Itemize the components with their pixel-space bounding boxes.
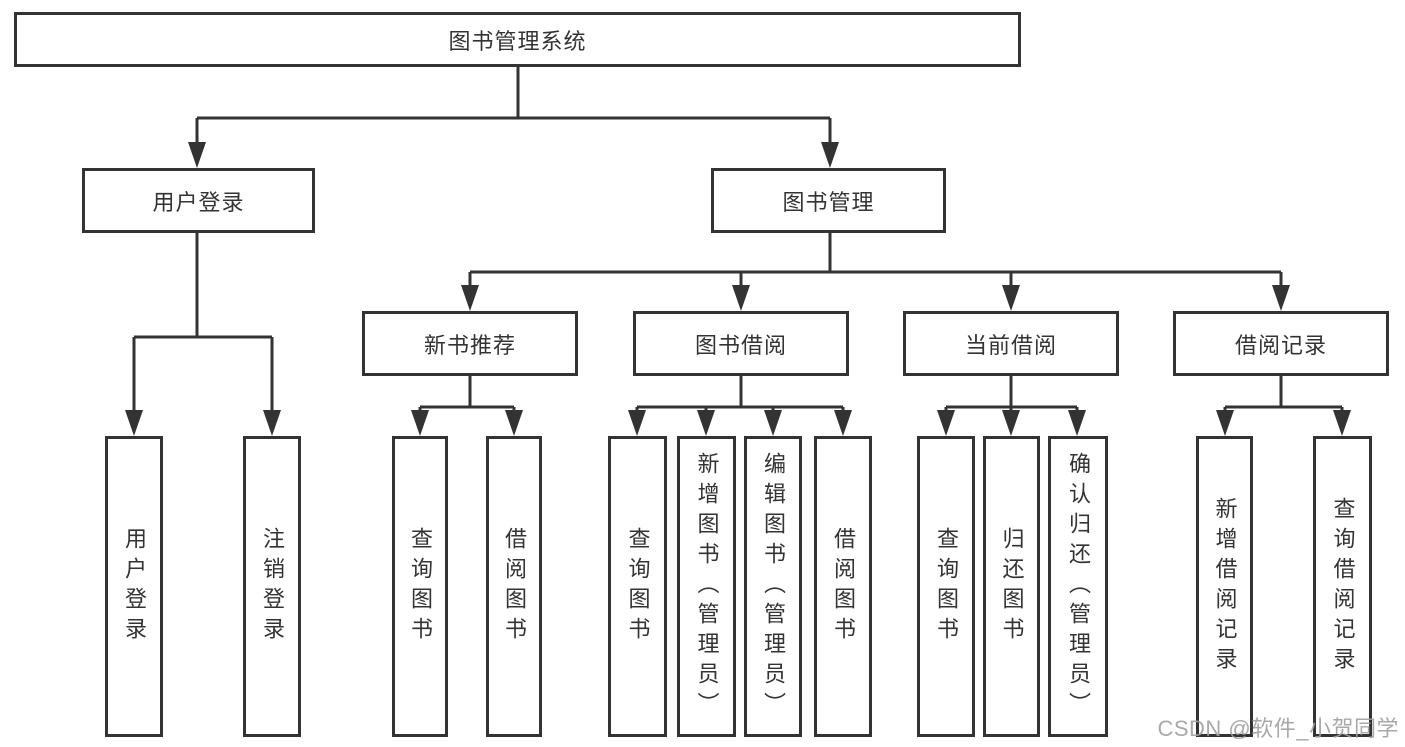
node-label: 借阅记录 <box>1234 332 1327 358</box>
node-query-books-recommend: 查询图书 <box>392 436 448 737</box>
node-label: 新增图书（管理员） <box>694 451 720 722</box>
node-label: 借阅图书 <box>831 526 856 647</box>
node-edit-book-admin: 编辑图书（管理员） <box>744 436 802 737</box>
connector-login-children <box>132 233 274 416</box>
connector-paths <box>132 67 1344 416</box>
connector-bookmgmt-children <box>468 233 1283 291</box>
connector-borrow-children <box>635 376 845 416</box>
node-label: 新增借阅记录 <box>1212 496 1238 677</box>
node-query-borrow-record: 查询借阅记录 <box>1313 436 1372 737</box>
arrowhead-icons <box>125 142 1351 436</box>
node-confirm-return-admin: 确认归还（管理员） <box>1048 436 1108 737</box>
node-user-login: 用户登录 <box>105 436 163 737</box>
node-borrow-books-recommend: 借阅图书 <box>486 436 542 737</box>
node-book-borrowing: 图书借阅 <box>633 311 849 376</box>
node-label: 查询图书 <box>934 526 959 647</box>
node-label: 注销登录 <box>260 526 285 647</box>
node-query-books-borrow: 查询图书 <box>608 436 667 737</box>
node-label: 图书借阅 <box>694 332 787 358</box>
node-borrow-books: 借阅图书 <box>814 436 872 737</box>
node-label: 图书管理 <box>782 189 875 215</box>
node-return-book: 归还图书 <box>983 436 1040 737</box>
connector-records-children <box>1223 376 1344 416</box>
node-label: 借阅图书 <box>502 526 527 647</box>
node-current-borrowing: 当前借阅 <box>903 311 1119 376</box>
node-label: 查询图书 <box>625 526 651 647</box>
node-label: 用户登录 <box>122 526 147 647</box>
node-book-management-system: 图书管理系统 <box>14 12 1021 67</box>
connector-newbook-children <box>418 376 516 416</box>
node-label: 图书管理系统 <box>448 28 587 54</box>
connector-root-to-level2 <box>195 67 832 150</box>
node-query-books-current: 查询图书 <box>917 436 975 737</box>
node-new-book-recommend: 新书推荐 <box>362 311 578 376</box>
node-add-borrow-record: 新增借阅记录 <box>1196 436 1253 737</box>
node-label: 当前借阅 <box>964 332 1057 358</box>
node-label: 新书推荐 <box>423 332 516 358</box>
node-label: 确认归还（管理员） <box>1066 451 1091 722</box>
node-label: 归还图书 <box>999 526 1025 647</box>
node-label: 查询借阅记录 <box>1330 496 1356 677</box>
node-label: 查询图书 <box>408 526 433 647</box>
node-user-login-group: 用户登录 <box>82 168 315 233</box>
node-logout: 注销登录 <box>243 436 301 737</box>
node-label: 用户登录 <box>152 189 245 215</box>
watermark: CSDN @软件_小贺同学 <box>1157 716 1399 741</box>
node-borrowing-records: 借阅记录 <box>1173 311 1389 376</box>
node-add-book-admin: 新增图书（管理员） <box>677 436 736 737</box>
node-label: 编辑图书（管理员） <box>761 451 786 722</box>
node-book-management: 图书管理 <box>711 168 946 233</box>
